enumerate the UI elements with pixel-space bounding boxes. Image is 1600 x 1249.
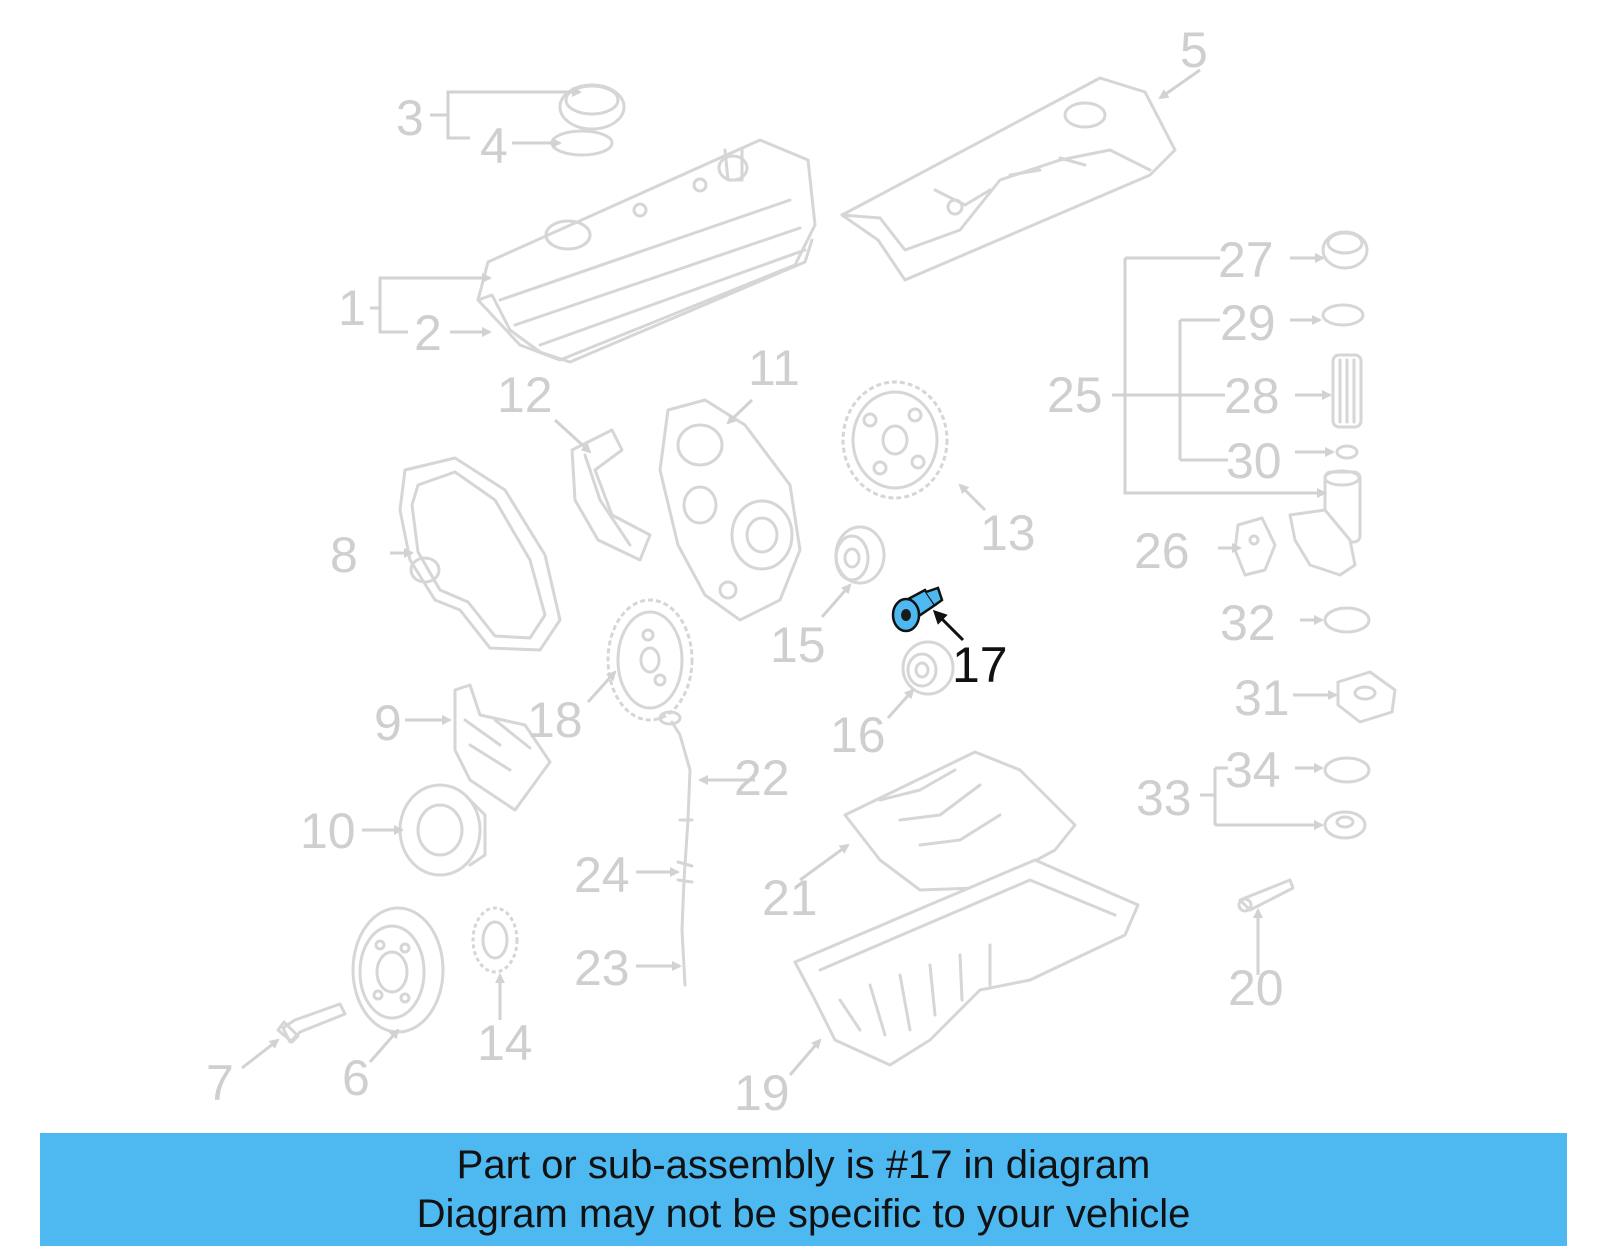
callout-29[interactable]: 29 — [1220, 295, 1276, 351]
callout-18[interactable]: 18 — [527, 692, 583, 748]
bracket-26 — [1233, 516, 1277, 577]
callout-5[interactable]: 5 — [1180, 22, 1208, 78]
oil-cooler-31 — [1336, 670, 1397, 724]
callout-1[interactable]: 1 — [338, 280, 366, 336]
idler-pulley-15 — [834, 525, 886, 585]
drain-plug-33 — [1323, 810, 1367, 840]
timing-chain-guide — [570, 428, 652, 562]
dipstick-tube — [658, 710, 694, 987]
callout-15[interactable]: 15 — [770, 617, 826, 673]
callout-25[interactable]: 25 — [1047, 367, 1103, 423]
callout-26[interactable]: 26 — [1134, 523, 1190, 579]
leader-lines — [241, 68, 1338, 1076]
callout-13[interactable]: 13 — [980, 505, 1036, 561]
banner-line-disclaimer: Diagram may not be specific to your vehi… — [416, 1192, 1191, 1236]
valve-cover-gasket — [476, 238, 814, 364]
sensor-20 — [1237, 878, 1295, 913]
info-banner: Part or sub-assembly is #17 in diagram D… — [40, 1133, 1567, 1246]
camshaft-gear — [841, 380, 949, 500]
oil-filter-housing — [1288, 469, 1362, 577]
engine-cover — [840, 76, 1177, 282]
callout-9[interactable]: 9 — [374, 695, 402, 751]
crankshaft-gear-18 — [606, 598, 694, 722]
timing-case — [658, 398, 802, 622]
timing-belt-cover — [398, 456, 562, 652]
o-ring-30 — [1335, 444, 1359, 460]
callout-14[interactable]: 14 — [477, 1015, 533, 1071]
callout-6[interactable]: 6 — [342, 1050, 370, 1106]
callout-33[interactable]: 33 — [1136, 770, 1192, 826]
callout-7[interactable]: 7 — [206, 1055, 234, 1111]
oil-pan — [793, 858, 1140, 1067]
callout-28[interactable]: 28 — [1224, 368, 1280, 424]
banner-line-part: Part or sub-assembly is #17 in diagram — [456, 1143, 1151, 1187]
pulley-10 — [398, 783, 487, 877]
o-ring-29 — [1321, 303, 1365, 327]
callout-30[interactable]: 30 — [1226, 433, 1282, 489]
o-ring-32 — [1323, 606, 1371, 634]
highlighted-part-17 — [891, 586, 944, 633]
callout-11[interactable]: 11 — [748, 340, 800, 396]
bolt-7 — [276, 1002, 347, 1044]
callout-10[interactable]: 10 — [300, 803, 356, 859]
callout-8[interactable]: 8 — [330, 527, 358, 583]
callout-27[interactable]: 27 — [1218, 232, 1274, 288]
callout-4[interactable]: 4 — [480, 118, 508, 174]
callout-17[interactable]: 17 — [952, 637, 1008, 693]
cover-plate-9 — [453, 683, 552, 812]
callout-19[interactable]: 19 — [734, 1065, 790, 1121]
callout-labels: 1 2 3 4 5 6 7 8 9 10 11 12 13 14 15 16 1… — [206, 22, 1290, 1121]
o-ring-34 — [1323, 756, 1371, 784]
callout-31[interactable]: 31 — [1234, 670, 1290, 726]
valve-cover-left — [476, 138, 817, 362]
oil-filter-28 — [1331, 353, 1363, 429]
callout-20[interactable]: 20 — [1228, 960, 1284, 1016]
oil-filter-cap-27 — [1321, 230, 1369, 270]
callout-21[interactable]: 21 — [762, 870, 818, 926]
callout-23[interactable]: 23 — [574, 940, 630, 996]
gear-14 — [471, 906, 519, 974]
callout-32[interactable]: 32 — [1220, 595, 1276, 651]
crankshaft-pulley-6 — [351, 906, 445, 1034]
pulley-16 — [901, 640, 955, 696]
callout-2[interactable]: 2 — [414, 305, 442, 361]
callout-16[interactable]: 16 — [830, 707, 886, 763]
callout-12[interactable]: 12 — [497, 367, 553, 423]
callout-3[interactable]: 3 — [396, 90, 424, 146]
callout-24[interactable]: 24 — [574, 847, 630, 903]
oil-filler-cap — [550, 83, 626, 157]
callout-34[interactable]: 34 — [1225, 742, 1281, 798]
callout-22[interactable]: 22 — [734, 750, 790, 806]
